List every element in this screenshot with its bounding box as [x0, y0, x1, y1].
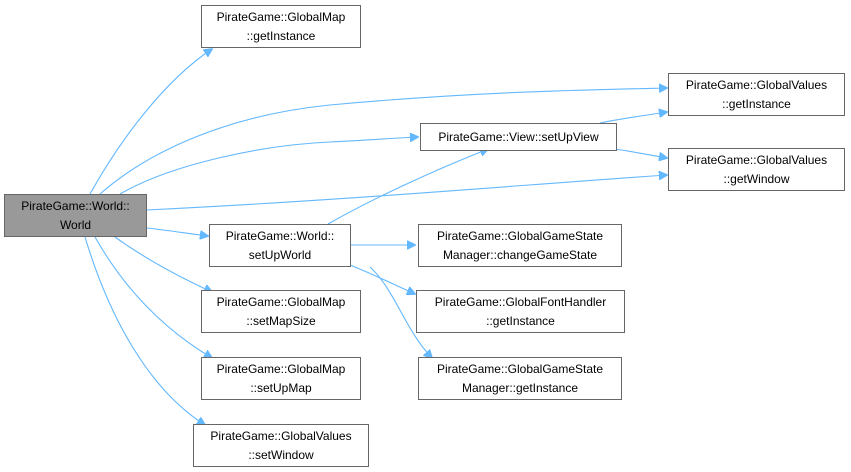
- edge-world-to-setwindow: [84, 236, 205, 425]
- node-fonthandler-getinstance[interactable]: PirateGame::GlobalFontHandler ::getInsta…: [416, 290, 625, 333]
- node-globalvalues-getwindow-line1: PirateGame::GlobalValues: [685, 152, 828, 167]
- node-gamestatemanager-getinstance[interactable]: PirateGame::GlobalGameState Manager::get…: [418, 357, 622, 400]
- edge-setupworld-to-setupview: [327, 149, 488, 225]
- node-world-setupworld-line1: PirateGame::World::: [225, 228, 335, 243]
- edge-world-to-view-setupview: [119, 137, 418, 195]
- edge-setupworld-to-gamestatemanager-getinstance: [369, 266, 432, 358]
- edge-setupview-to-globalvalues-getinstance: [599, 112, 667, 124]
- node-globalmap-getinstance-line1: PirateGame::GlobalMap: [216, 9, 346, 24]
- node-globalvalues-setwindow[interactable]: PirateGame::GlobalValues ::setWindow: [193, 424, 369, 467]
- node-globalvalues-getinstance-line1: PirateGame::GlobalValues: [685, 77, 828, 92]
- node-world-constructor: PirateGame::World:: World: [4, 194, 147, 237]
- node-globalmap-setmapsize-line1: PirateGame::GlobalMap: [216, 294, 346, 309]
- edge-world-to-globalvalues-getwindow: [146, 175, 667, 211]
- node-globalmap-getinstance-line2: ::getInstance: [246, 28, 316, 43]
- edge-world-to-globalvalues-getinstance: [99, 88, 667, 195]
- node-world-setupworld[interactable]: PirateGame::World:: setUpWorld: [209, 224, 351, 267]
- node-globalvalues-getinstance[interactable]: PirateGame::GlobalValues ::getInstance: [668, 73, 845, 116]
- node-world-setupworld-line2: setUpWorld: [248, 247, 312, 262]
- edge-setupview-to-globalvalues-getwindow: [614, 148, 667, 158]
- node-view-setupview-label: PirateGame::View::setUpView: [438, 129, 599, 144]
- node-globalvalues-getinstance-line2: ::getInstance: [722, 96, 791, 111]
- edge-setupworld-to-fonthandler: [349, 264, 415, 294]
- node-globalmap-setmapsize[interactable]: PirateGame::GlobalMap ::setMapSize: [201, 290, 361, 333]
- node-fonthandler-getinstance-line1: PirateGame::GlobalFontHandler: [434, 294, 607, 309]
- edge-world-to-setmapsize: [114, 236, 212, 292]
- node-fonthandler-getinstance-line2: ::getInstance: [486, 313, 555, 328]
- edge-world-to-setupworld: [146, 227, 208, 236]
- node-changegamestate-line2: Manager::changeGameState: [442, 247, 598, 262]
- node-world-constructor-line1: PirateGame::World::: [21, 198, 130, 213]
- node-globalvalues-getwindow-line2: ::getWindow: [723, 171, 790, 186]
- node-globalmap-getinstance[interactable]: PirateGame::GlobalMap ::getInstance: [201, 5, 361, 48]
- node-globalvalues-setwindow-line1: PirateGame::GlobalValues: [210, 428, 352, 443]
- node-view-setupview[interactable]: PirateGame::View::setUpView: [420, 123, 617, 151]
- node-world-constructor-line2: World: [59, 217, 92, 232]
- node-gamestatemanager-getinstance-line1: PirateGame::GlobalGameState: [436, 361, 604, 376]
- node-globalmap-setupmap-line1: PirateGame::GlobalMap: [216, 361, 346, 376]
- node-gamestatemanager-changegamestate[interactable]: PirateGame::GlobalGameState Manager::cha…: [418, 224, 622, 267]
- node-globalmap-setmapsize-line2: ::setMapSize: [246, 313, 316, 328]
- node-changegamestate-line1: PirateGame::GlobalGameState: [436, 228, 604, 243]
- node-globalmap-setupmap[interactable]: PirateGame::GlobalMap ::setUpMap: [201, 357, 361, 400]
- edge-world-to-globalmap-getinstance: [89, 49, 212, 195]
- node-globalmap-setupmap-line2: ::setUpMap: [250, 380, 312, 395]
- node-globalvalues-setwindow-line2: ::setWindow: [248, 447, 314, 462]
- node-gamestatemanager-getinstance-line2: Manager::getInstance: [461, 380, 579, 395]
- node-globalvalues-getwindow[interactable]: PirateGame::GlobalValues ::getWindow: [668, 148, 845, 191]
- edge-world-to-setupmap: [94, 236, 212, 358]
